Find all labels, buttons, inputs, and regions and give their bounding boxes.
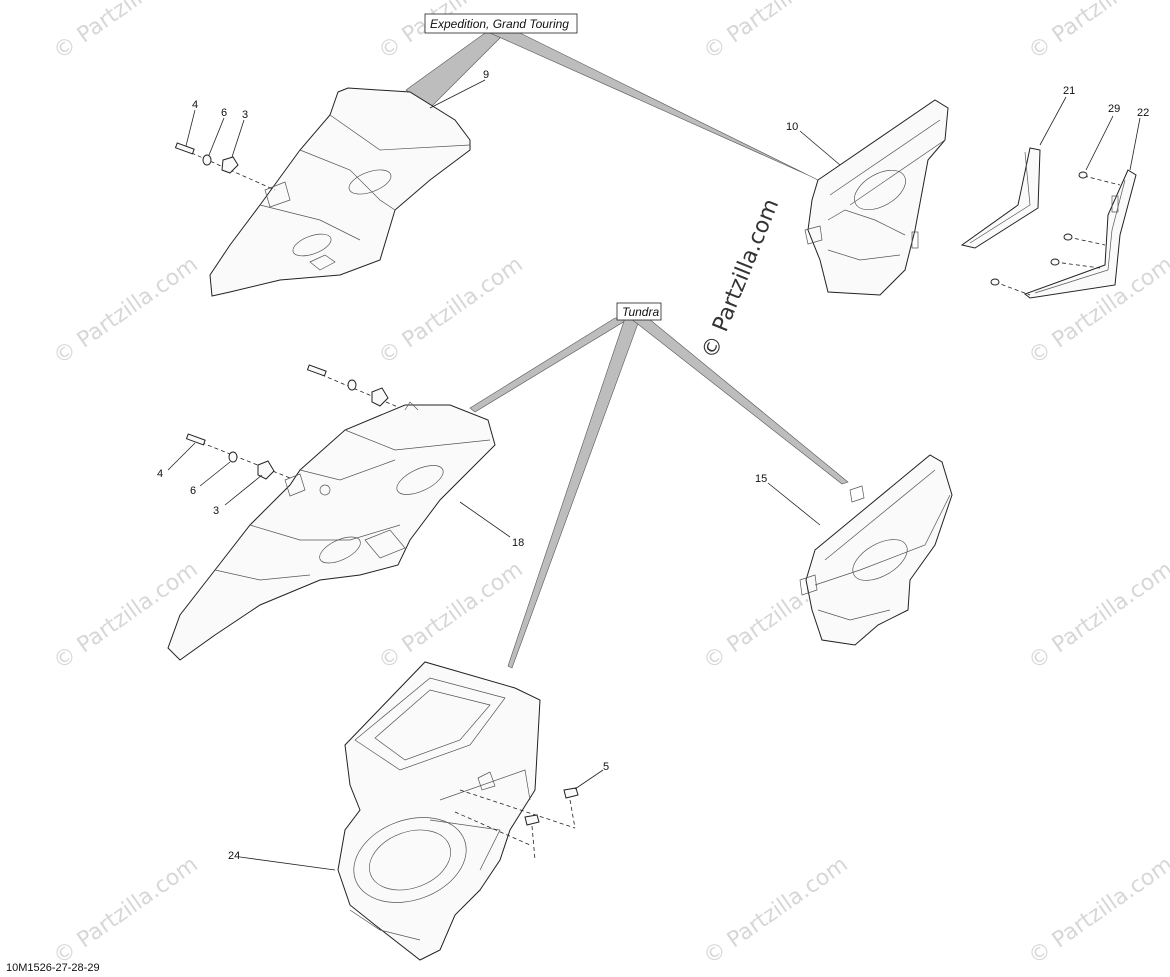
leader-9 <box>429 79 486 109</box>
callout-10: 10 <box>786 121 798 133</box>
part-24-air-box <box>337 661 541 961</box>
watermark: © Partzilla.com <box>699 0 852 65</box>
callout-6b: 6 <box>190 485 196 497</box>
part-18-rear-fender <box>167 401 496 661</box>
watermark: © Partzilla.com <box>374 557 527 675</box>
wedge-expedition-to-10 <box>489 32 819 181</box>
fasteners-5 <box>454 769 604 861</box>
bolt-4a <box>174 142 195 155</box>
rivet-29 <box>1050 258 1060 266</box>
part-22-deflector <box>1023 169 1137 299</box>
leader-24 <box>239 856 336 871</box>
watermark: © Partzilla.com <box>1024 557 1170 675</box>
group-label-expedition: Expedition, Grand Touring <box>424 13 578 34</box>
part-9-rear-fender <box>209 87 471 297</box>
watermark: © Partzilla.com <box>49 852 202 970</box>
washer-6a <box>202 154 212 166</box>
wedge-tundra-to-24 <box>507 317 641 669</box>
hardware-set-a <box>174 109 276 191</box>
watermark: © Partzilla.com <box>699 852 852 970</box>
rivet-29 <box>990 278 1000 286</box>
clip-5 <box>563 787 579 799</box>
callout-22: 22 <box>1137 107 1149 119</box>
nut-3b <box>257 460 275 480</box>
callout-3a: 3 <box>242 109 248 121</box>
callout-5: 5 <box>603 761 609 773</box>
leader-10 <box>799 130 841 166</box>
watermark: © Partzilla.com <box>1024 852 1170 970</box>
watermark: © Partzilla.com <box>1024 0 1170 65</box>
hardware-set-b <box>306 364 406 411</box>
fasteners-29 <box>990 115 1121 296</box>
group-wedges <box>405 32 849 669</box>
leader-21 <box>1039 96 1067 146</box>
rivet-29 <box>1063 233 1073 241</box>
callout-18: 18 <box>512 537 524 549</box>
watermark-main: © Partzilla.com <box>697 195 784 362</box>
callout-4a: 4 <box>192 99 198 111</box>
watermark: © Partzilla.com <box>374 252 527 370</box>
callout-15: 15 <box>755 473 767 485</box>
hardware-set-c <box>167 433 511 538</box>
rivet-29 <box>1078 171 1088 179</box>
wedge-tundra-to-15 <box>629 317 849 485</box>
watermark: © Partzilla.com <box>49 252 202 370</box>
watermark-layer: © Partzilla.com © Partzilla.com © Partzi… <box>49 0 1170 970</box>
wedge-expedition-to-9 <box>405 32 506 109</box>
group-label-expedition-text: Expedition, Grand Touring <box>430 17 569 31</box>
callout-9: 9 <box>483 69 489 81</box>
leader-15 <box>767 482 821 526</box>
washer-upper <box>347 379 357 391</box>
callout-29: 29 <box>1108 103 1120 115</box>
callout-4b: 4 <box>157 468 163 480</box>
bolt-4b <box>185 433 206 446</box>
callout-24: 24 <box>228 850 240 862</box>
clip-5 <box>524 814 540 826</box>
callout-numbers: 9 4 6 3 10 21 29 22 15 4 6 3 18 5 24 <box>157 69 1149 862</box>
leader-22 <box>1129 117 1141 171</box>
part-10-air-intake <box>804 99 949 296</box>
part-21-deflector <box>960 147 1041 249</box>
watermark: © Partzilla.com <box>49 0 202 65</box>
callout-21: 21 <box>1063 85 1075 97</box>
part-15-air-intake <box>799 454 953 646</box>
group-label-tundra-text: Tundra <box>622 305 659 319</box>
group-label-tundra: Tundra <box>616 302 662 321</box>
bolt-upper <box>306 364 327 377</box>
washer-6b <box>228 451 238 463</box>
nut-3a <box>221 156 239 174</box>
callout-6a: 6 <box>221 107 227 119</box>
drawing-code: 10M1526-27-28-29 <box>6 962 100 974</box>
nut-upper <box>371 387 389 407</box>
callout-3b: 3 <box>213 505 219 517</box>
